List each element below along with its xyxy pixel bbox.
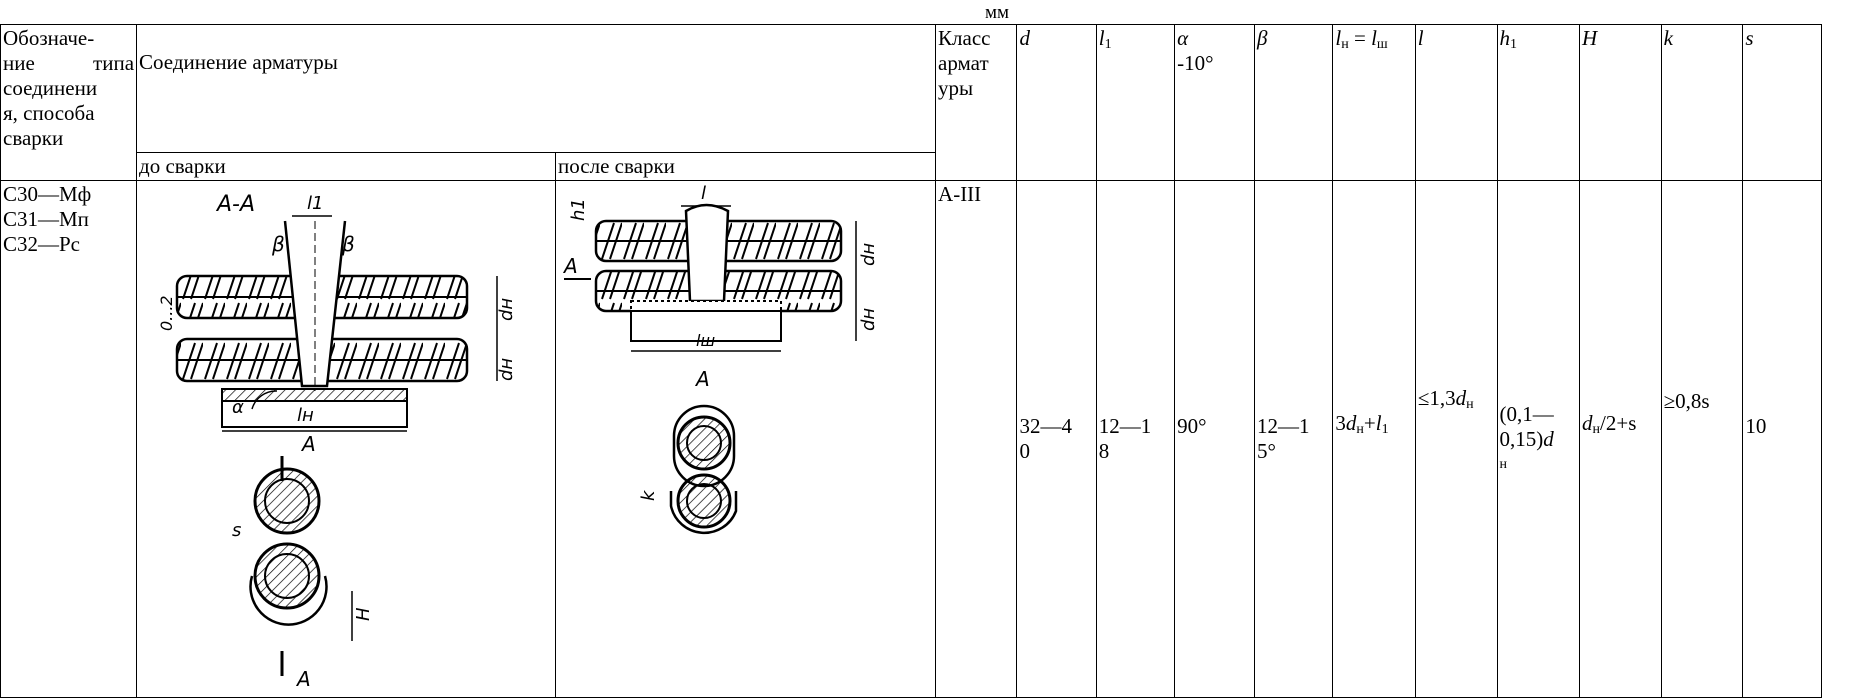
cell-drawing-after: h1 l A dн dн lш [555, 180, 937, 698]
drawing-before-welding: A-A l1 β β dн dн 0...2 [157, 192, 517, 691]
svg-text:l: l [701, 183, 706, 204]
cell-drawing-before: A-A l1 β β dн dн 0...2 [136, 180, 557, 698]
svg-text:k: k [638, 489, 659, 501]
cell-l: ≤1,3dн [1414, 180, 1498, 698]
svg-text:s: s [232, 520, 241, 541]
header-d: d [1016, 24, 1097, 181]
svg-text:A: A [295, 667, 311, 691]
header-connection: Соединение арматуры [136, 24, 937, 153]
svg-text:A: A [694, 367, 710, 391]
svg-text:A: A [300, 432, 316, 456]
header-type-designation: Обозначе- ние типа соединени я, способа … [0, 24, 138, 181]
header-beta: β [1253, 24, 1334, 181]
welding-table: Обозначе- ние типа соединени я, способа … [0, 24, 1867, 698]
svg-text:lн: lн [297, 405, 314, 426]
svg-text:dн: dн [496, 298, 517, 321]
header-k: k [1660, 24, 1744, 181]
header-l1: l1 [1095, 24, 1176, 181]
header-after-welding: после сварки [555, 152, 937, 181]
header-l: l [1414, 24, 1498, 181]
l1-dim-label: l1 [307, 193, 323, 214]
cell-s: 10 [1742, 180, 1822, 698]
header-ln-lsh: lн = lш [1332, 24, 1416, 181]
svg-text:lш: lш [696, 331, 715, 350]
cell-ln: 3dн+l1 [1332, 180, 1416, 698]
cell-types: С30—Мф С31—Мп С32—Рс [0, 180, 138, 698]
svg-text:β: β [341, 232, 355, 256]
svg-text:dн: dн [858, 243, 879, 266]
svg-text:β: β [271, 232, 285, 256]
svg-text:0...2: 0...2 [157, 295, 176, 331]
svg-text:h1: h1 [568, 198, 589, 221]
cell-H: dн/2+s [1579, 180, 1662, 698]
section-label: A-A [215, 192, 255, 217]
header-before-welding: до сварки [136, 152, 557, 181]
svg-text:A: A [562, 254, 578, 278]
header-rebar-class: Класс армат уры [935, 24, 1018, 181]
cell-alpha: 90° [1174, 180, 1255, 698]
header-H: H [1579, 24, 1662, 181]
svg-text:dн: dн [496, 358, 517, 381]
header-s: s [1742, 24, 1822, 181]
svg-text:dн: dн [858, 308, 879, 331]
cell-k: ≥0,8s [1660, 180, 1744, 698]
unit-label: мм [985, 2, 1010, 23]
cell-rebar-class: А-III [935, 180, 1018, 698]
header-alpha: α -10° [1174, 24, 1255, 181]
cell-h1: (0,1— 0,15)d н [1496, 180, 1581, 698]
svg-text:H: H [353, 607, 374, 621]
svg-text:α: α [232, 397, 244, 418]
drawing-after-welding: h1 l A dн dн lш [562, 183, 879, 535]
header-h1: h1 [1496, 24, 1581, 181]
